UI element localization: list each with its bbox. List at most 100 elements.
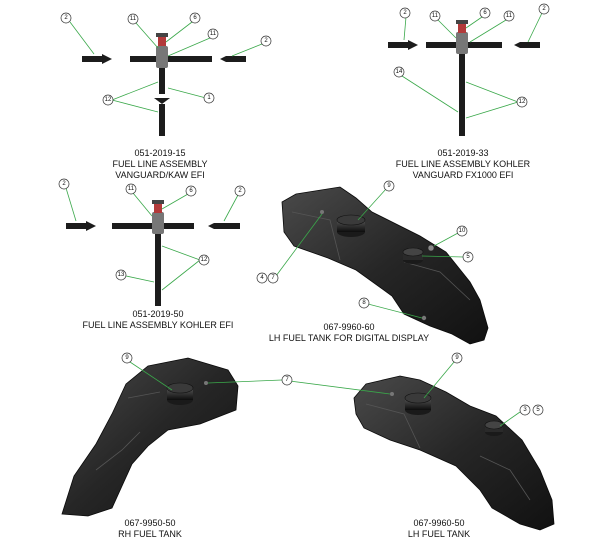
fuel-tank-t3 (353, 375, 555, 531)
tank-t1-filler-neck (336, 214, 366, 237)
balloons-t1: 9 10 5 4 7 8 (256, 180, 474, 309)
balloons-t23: 9 7 9 3 5 (121, 352, 544, 416)
balloon-t1-6: 8 (358, 297, 370, 309)
balloon-a3-3: 6 (185, 185, 197, 197)
balloon-t1-3: 5 (462, 251, 474, 263)
fuel-tank-t1: 9 10 5 4 7 8 (256, 180, 489, 345)
balloon-t1-4: 4 (256, 272, 268, 284)
hose-right-a3 (208, 223, 240, 229)
balloon-a1-4: 11 (207, 28, 219, 40)
caption-a1-line1: FUEL LINE ASSEMBLY (112, 159, 208, 169)
balloons-a3: 2 11 6 2 13 12 (58, 178, 246, 281)
caption-a2: 051-2019-33 FUEL LINE ASSEMBLY KOHLER VA… (343, 148, 583, 181)
caption-t2: 067-9950-50 RH FUEL TANK (30, 518, 270, 540)
balloon-t1-2: 10 (456, 225, 468, 237)
fuel-tank-t2 (61, 357, 239, 517)
svg-text:12: 12 (105, 97, 112, 103)
svg-text:11: 11 (210, 31, 217, 37)
balloon-t1-5: 7 (267, 272, 279, 284)
svg-text:2: 2 (62, 181, 66, 187)
balloon-a2-1: 2 (399, 7, 411, 19)
caption-a1-part-number: 051-2019-15 (134, 148, 186, 158)
caption-a1: 051-2019-15 FUEL LINE ASSEMBLY VANGUARD/… (40, 148, 280, 181)
svg-text:12: 12 (519, 99, 526, 105)
svg-text:1: 1 (207, 95, 211, 101)
balloon-a2-3: 6 (479, 7, 491, 19)
tank-t1-sender-port (402, 244, 435, 264)
caption-t3-line1: LH FUEL TANK (407, 529, 471, 539)
svg-text:5: 5 (536, 407, 540, 413)
svg-text:13: 13 (118, 272, 125, 278)
hose-lower-a1 (154, 98, 170, 136)
svg-text:11: 11 (506, 13, 513, 19)
caption-a3-line1: FUEL LINE ASSEMBLY KOHLER EFI (82, 320, 234, 330)
caption-t3: 067-9960-50 LH FUEL TANK (319, 518, 559, 540)
balloon-a3-1: 2 (58, 178, 70, 190)
hose-left-a1 (82, 54, 112, 64)
svg-text:2: 2 (238, 188, 242, 194)
tank-t2-filler-neck (166, 382, 194, 405)
tee-fitting-a1 (130, 33, 212, 94)
leaders-a2 (401, 12, 543, 119)
caption-t1: 067-9960-60 LH FUEL TANK FOR DIGITAL DIS… (229, 322, 469, 344)
balloon-t23-4: 3 (519, 404, 531, 416)
svg-text:2: 2 (403, 10, 407, 16)
svg-text:6: 6 (193, 15, 197, 21)
balloon-a3-2: 11 (125, 183, 137, 195)
hose-left-a3 (66, 221, 96, 231)
leaders-a1 (69, 21, 263, 113)
svg-text:14: 14 (396, 69, 403, 75)
balloon-a1-5: 2 (260, 35, 272, 47)
svg-text:11: 11 (128, 186, 135, 192)
svg-text:12: 12 (201, 257, 208, 263)
svg-text:2: 2 (64, 15, 68, 21)
svg-text:5: 5 (466, 254, 470, 260)
caption-a1-line2: VANGUARD/KAW EFI (115, 170, 205, 180)
balloon-t23-2: 7 (281, 374, 293, 386)
svg-text:2: 2 (264, 38, 268, 44)
balloon-a1-1: 2 (60, 12, 72, 24)
leaders-t23 (129, 361, 521, 427)
balloon-a2-2: 11 (429, 10, 441, 22)
svg-text:6: 6 (189, 188, 193, 194)
svg-text:3: 3 (523, 407, 527, 413)
hose-left-a2 (388, 40, 418, 50)
svg-text:11: 11 (432, 13, 439, 19)
leaders-a3 (65, 187, 239, 291)
balloon-a1-6: 12 (102, 94, 114, 106)
caption-t1-part-number: 067-9960-60 (323, 322, 375, 332)
caption-a2-line2: VANGUARD FX1000 EFI (412, 170, 514, 180)
svg-text:7: 7 (285, 377, 289, 383)
caption-a2-line1: FUEL LINE ASSEMBLY KOHLER (395, 159, 531, 169)
balloon-a3-6: 12 (198, 254, 210, 266)
balloon-a2-4: 11 (503, 10, 515, 22)
caption-a2-part-number: 051-2019-33 (437, 148, 489, 158)
balloons-a1: 2 11 6 11 2 12 1 (60, 12, 272, 106)
leaders-t1 (275, 188, 465, 319)
hose-right-a2 (514, 42, 540, 48)
svg-text:4: 4 (260, 275, 264, 281)
caption-t2-line1: RH FUEL TANK (118, 529, 182, 539)
balloons-a2: 2 11 6 11 2 14 12 (393, 3, 550, 108)
balloon-t23-5: 5 (532, 404, 544, 416)
balloon-a2-7: 12 (516, 96, 528, 108)
tee-fitting-a3 (112, 200, 194, 306)
fuel-line-assembly-a3: 2 11 6 2 13 12 (58, 178, 246, 306)
svg-text:10: 10 (459, 228, 466, 234)
caption-a3: 051-2019-50 FUEL LINE ASSEMBLY KOHLER EF… (38, 309, 278, 331)
svg-text:7: 7 (271, 275, 275, 281)
caption-t2-part-number: 067-9950-50 (124, 518, 176, 528)
svg-text:11: 11 (130, 16, 137, 22)
svg-text:2: 2 (542, 6, 546, 12)
fuel-line-assembly-a1: 2 11 6 11 2 12 1 (60, 12, 272, 136)
tank-t3-sender-port (484, 420, 504, 436)
balloon-t1-1: 9 (383, 180, 395, 192)
svg-text:9: 9 (455, 355, 459, 361)
tank-t3-filler-neck (404, 392, 432, 415)
fuel-line-assembly-a2: 2 11 6 11 2 14 12 (388, 3, 550, 136)
hose-right-a1 (220, 56, 246, 62)
svg-text:9: 9 (387, 183, 391, 189)
tee-fitting-a2 (426, 20, 502, 136)
